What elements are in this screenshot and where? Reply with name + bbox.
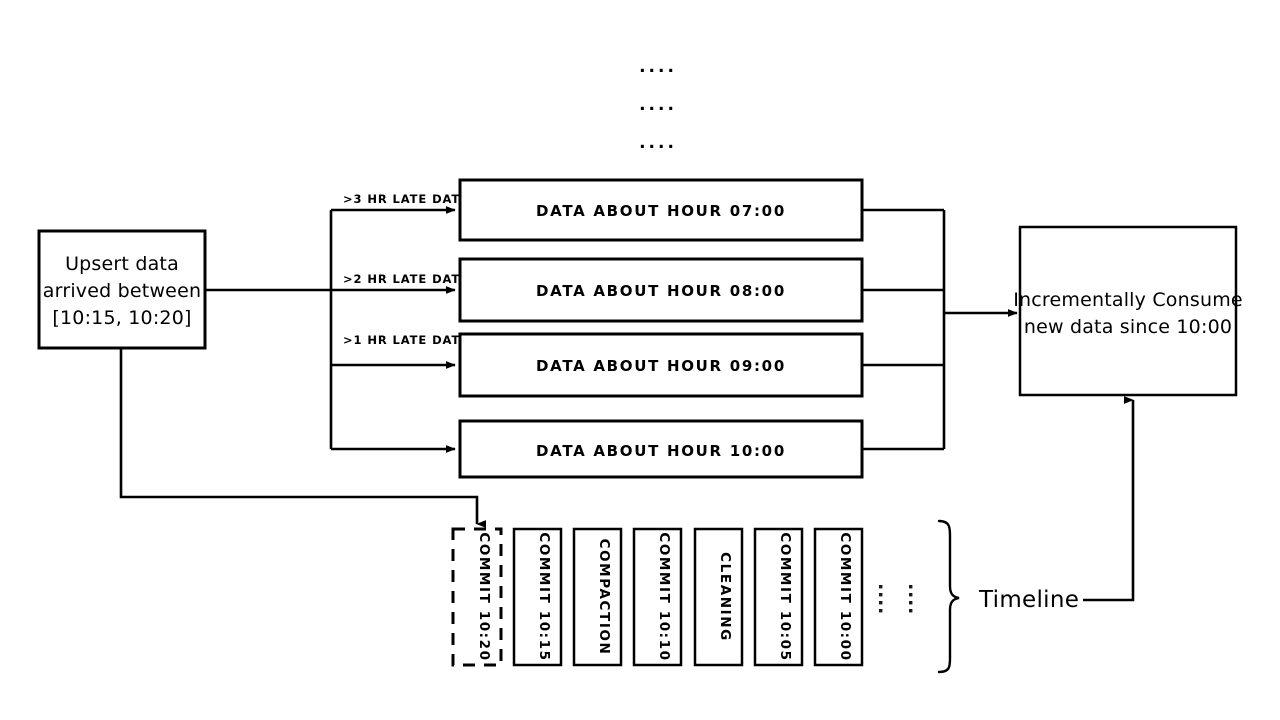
timeline-commit-rect	[572, 527, 623, 667]
timeline-commit-rect	[753, 527, 804, 667]
ellipsis-row-2: ....	[639, 95, 677, 115]
hour-box-rect	[458, 332, 864, 398]
timeline-commit-commit-1000[interactable]: COMMIT 10:00	[813, 527, 864, 667]
timeline-ellipsis-columns	[879, 585, 913, 613]
hour-box-hour-10[interactable]: DATA ABOUT HOUR 10:00	[458, 419, 864, 479]
timeline-commit-label: COMMIT 10:20	[476, 532, 492, 661]
timeline-commit-label: COMMIT 10:00	[837, 532, 853, 661]
ellipsis-row-3: ....	[639, 133, 677, 153]
hour-box-hour-09[interactable]: DATA ABOUT HOUR 09:00	[458, 332, 864, 398]
timeline-commit-cleaning[interactable]: CLEANING	[693, 527, 744, 667]
upsert-source-box-rect	[37, 229, 207, 350]
incremental-consume-box-rect	[1018, 225, 1238, 397]
fanin-connectors	[862, 208, 1018, 451]
connector-timeline-to-consumer	[1083, 396, 1135, 602]
incremental-consume-line-2: new data since 10:00	[1024, 316, 1232, 338]
timeline-commit-label: COMMIT 10:10	[656, 532, 672, 661]
timeline-label: Timeline	[978, 587, 1079, 613]
timeline-commit-commit-1020[interactable]: COMMIT 10:20	[451, 527, 503, 667]
timeline-commit-rect	[693, 527, 744, 667]
upsert-source-line-1: Upsert data	[65, 253, 179, 275]
timeline-commit-compaction[interactable]: COMPACTION	[572, 527, 623, 667]
edge-label-late-1hr: >1 HR LATE DATA	[343, 333, 469, 347]
timeline-commit-label: COMPACTION	[596, 539, 612, 656]
connector-source-to-commit	[119, 348, 487, 528]
edge-label-late-2hr: >2 HR LATE DATA	[343, 272, 469, 286]
timeline-commit-label: CLEANING	[717, 552, 733, 642]
incremental-consume-box[interactable]: Incrementally Consume new data since 10:…	[1013, 225, 1243, 397]
timeline-commit-label: COMMIT 10:15	[536, 532, 552, 661]
edge-label-late-3hr: >3 HR LATE DATA	[343, 192, 469, 206]
timeline-commit-rect	[451, 527, 503, 667]
incremental-consume-line-1: Incrementally Consume	[1013, 289, 1243, 311]
timeline-commit-commit-1010[interactable]: COMMIT 10:10	[632, 527, 683, 667]
upsert-source-line-2: arrived between	[43, 280, 201, 302]
timeline-commit-commit-1005[interactable]: COMMIT 10:05	[753, 527, 804, 667]
timeline-commit-rect	[813, 527, 864, 667]
hour-box-label: DATA ABOUT HOUR 10:00	[536, 442, 786, 460]
timeline-ellipsis-column-1	[879, 585, 883, 613]
timeline-commit-rect	[512, 527, 563, 667]
connector-timeline-to-consumer-path	[1083, 396, 1135, 602]
connector-source-to-commit-path	[119, 348, 487, 528]
hour-box-hour-08[interactable]: DATA ABOUT HOUR 08:00	[458, 257, 864, 323]
fanout-edge-labels: >3 HR LATE DATA >2 HR LATE DATA >1 HR LA…	[343, 192, 469, 347]
timeline-commit-label: COMMIT 10:05	[777, 532, 793, 661]
hour-box-label: DATA ABOUT HOUR 08:00	[536, 282, 786, 300]
ellipsis-row-1: ....	[639, 57, 677, 77]
hour-box-rect	[458, 419, 864, 479]
hour-box-hour-07[interactable]: DATA ABOUT HOUR 07:00	[458, 178, 864, 242]
timeline-brace-path	[937, 519, 960, 674]
timeline-brace	[937, 519, 960, 674]
hour-box-label: DATA ABOUT HOUR 07:00	[536, 202, 786, 220]
fanout-connectors	[205, 206, 456, 453]
hour-box-label: DATA ABOUT HOUR 09:00	[536, 357, 786, 375]
upsert-source-box[interactable]: Upsert data arrived between [10:15, 10:2…	[37, 229, 207, 350]
timeline-ellipsis-column-2	[909, 585, 913, 613]
timeline-commit-rect	[632, 527, 683, 667]
ellipsis-rows-top: .... .... ....	[639, 57, 677, 153]
upsert-source-line-3: [10:15, 10:20]	[52, 307, 191, 329]
timeline-commit-commit-1015[interactable]: COMMIT 10:15	[512, 527, 563, 667]
